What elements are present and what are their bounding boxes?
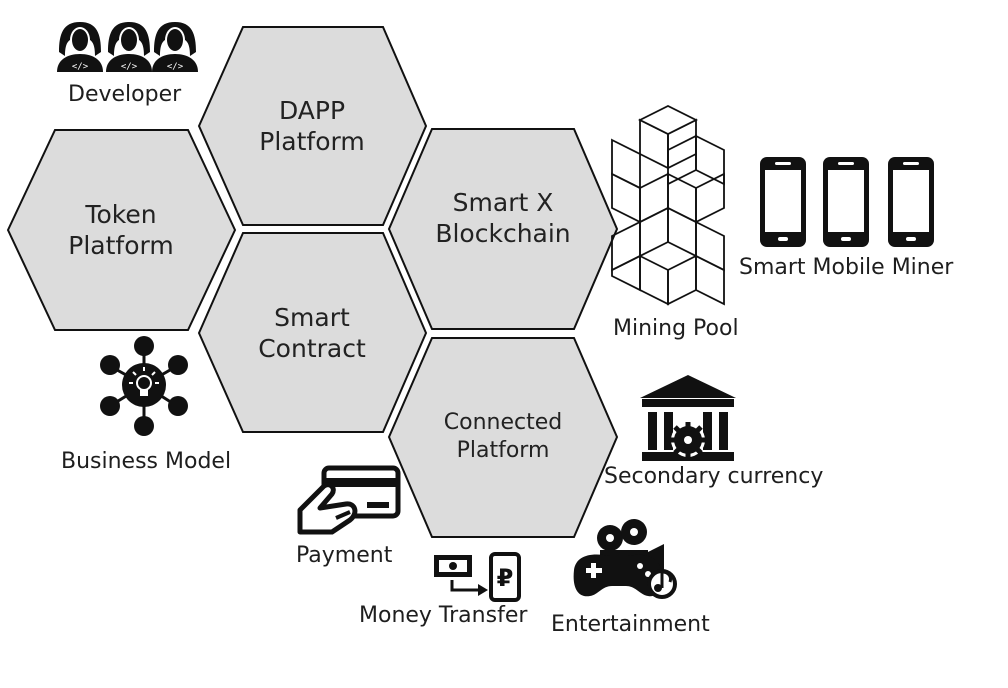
secondary-currency-label: Secondary currency [604, 464, 824, 489]
entertainment-label: Entertainment [551, 612, 710, 637]
hex-smart-contract-line2: Contract [258, 334, 366, 363]
hex-dapp-line1: DAPP [278, 96, 346, 125]
svg-text:</>: </> [167, 62, 184, 72]
hex-connected-text: Connected Platform [444, 409, 562, 465]
mining-pool-label: Mining Pool [613, 316, 739, 341]
hex-smart-contract-line1: Smart [274, 303, 350, 332]
hex-smart-contract [197, 232, 428, 433]
money-transfer-label: Money Transfer [359, 603, 528, 628]
smartphone-icon [760, 157, 934, 247]
hex-smart-contract-text: Smart Contract [258, 302, 366, 364]
hex-connected-line1: Connected [443, 410, 563, 435]
hex-token-line2: Platform [68, 231, 174, 260]
developer-label: Developer [68, 82, 182, 107]
hex-connected-line2: Platform [456, 438, 550, 463]
hex-smartx-line2: Blockchain [435, 219, 571, 248]
payment-card-icon [297, 465, 401, 535]
entertainment-icon [573, 519, 677, 599]
money-transfer-icon: ₽ [434, 552, 521, 602]
hex-smartx-line1: Smart X [452, 188, 554, 217]
hex-token-text: Token Platform [68, 199, 173, 261]
business-model-icon [100, 336, 188, 436]
hex-token-line1: Token [85, 200, 157, 229]
hex-connected-platform [387, 337, 619, 538]
developer-icon: </> </> </> [57, 22, 198, 72]
svg-text:₽: ₽ [497, 564, 514, 592]
hex-smartx-blockchain [387, 128, 619, 330]
smart-mobile-miner-label: Smart Mobile Miner [739, 255, 954, 280]
hex-dapp-line2: Platform [259, 127, 365, 156]
svg-text:</>: </> [121, 62, 138, 72]
payment-label: Payment [296, 543, 393, 568]
bank-icon [640, 375, 736, 461]
hex-dapp-text: DAPP Platform [259, 95, 364, 157]
mining-pool-icon [611, 104, 725, 306]
svg-text:</>: </> [72, 62, 89, 72]
hex-dapp [197, 26, 428, 226]
hex-token [6, 129, 237, 331]
business-model-label: Business Model [61, 449, 232, 474]
hex-smartx-text: Smart X Blockchain [435, 187, 570, 249]
